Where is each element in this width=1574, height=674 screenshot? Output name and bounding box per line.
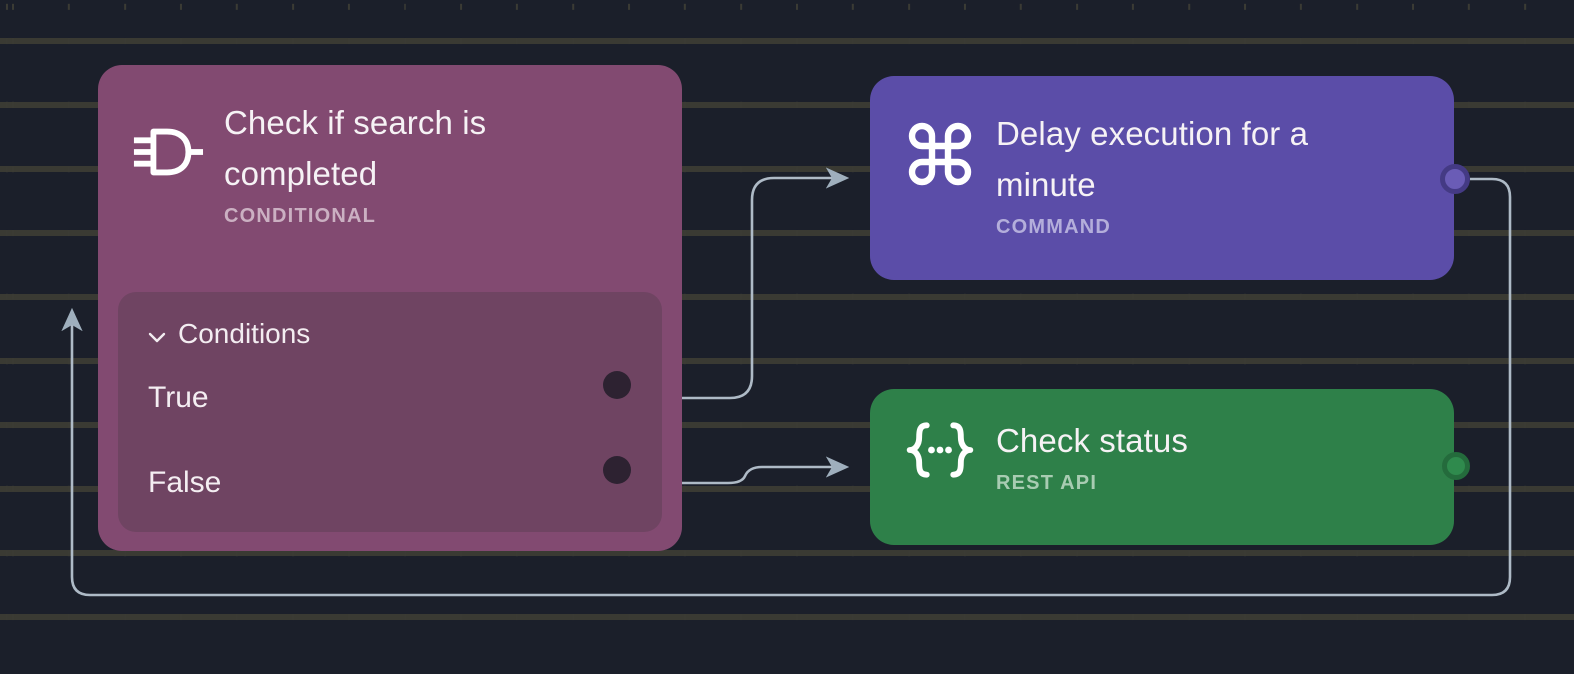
conditions-panel[interactable]: Conditions True False [118,292,662,532]
node-subtitle: REST API [996,472,1098,495]
conditions-header[interactable]: Conditions [118,292,662,350]
node-conditional[interactable]: Check if search is completed CONDITIONAL… [98,65,682,551]
node-text-block: Check status REST API [996,413,1426,495]
curly-braces-icon [904,419,976,481]
node-rest[interactable]: Check status REST API [870,389,1454,545]
node-text-block: Check if search is completed CONDITIONAL [224,95,654,228]
node-command[interactable]: Delay execution for a minute COMMAND [870,76,1454,280]
node-subtitle: CONDITIONAL [224,205,377,228]
condition-label-true: True [148,381,209,414]
node-header: Delay execution for a minute COMMAND [870,76,1454,239]
chevron-down-icon[interactable] [146,323,168,345]
logic-gate-icon [132,123,204,181]
node-title: Check if search is completed [224,104,487,193]
condition-row-true[interactable]: True [118,378,662,418]
output-port-true[interactable] [603,371,631,399]
node-text-block: Delay execution for a minute COMMAND [996,106,1426,239]
node-subtitle: COMMAND [996,216,1112,239]
output-port-rest[interactable] [1442,452,1470,480]
condition-label-false: False [148,466,222,499]
output-port-command[interactable] [1440,164,1470,194]
conditions-header-label: Conditions [178,318,311,349]
node-title: Check status [996,422,1188,459]
command-key-icon [904,122,976,186]
node-header: Check if search is completed CONDITIONAL [98,65,682,228]
node-title: Delay execution for a minute [996,115,1309,204]
output-port-false[interactable] [603,456,631,484]
condition-row-false[interactable]: False [118,463,662,503]
node-header: Check status REST API [870,389,1454,495]
